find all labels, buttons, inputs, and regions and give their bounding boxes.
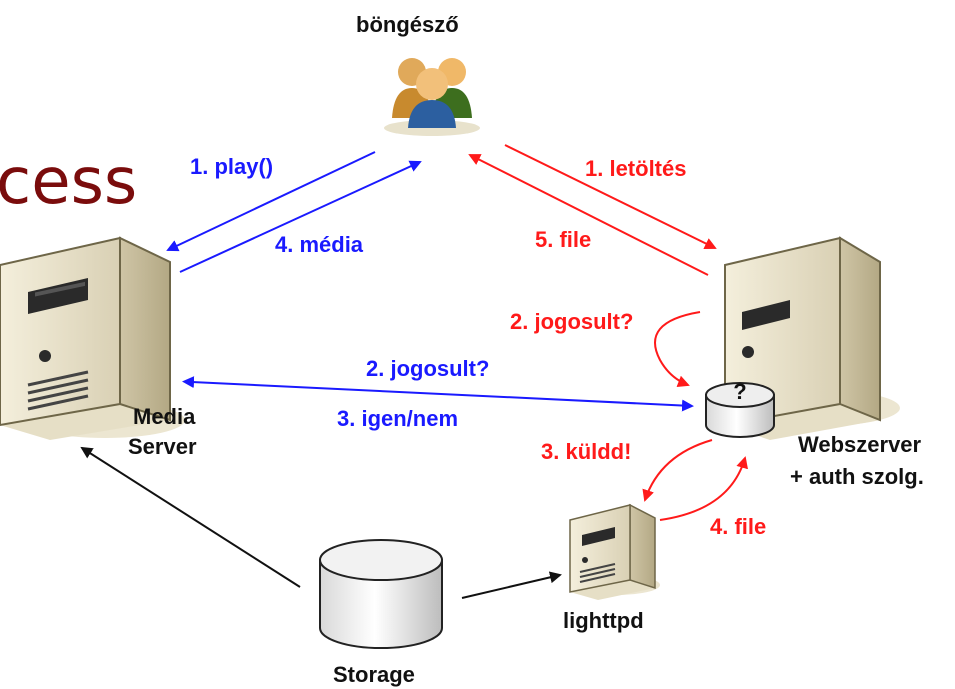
arrow-light-file — [659, 456, 748, 521]
storage-label: Storage — [333, 662, 415, 687]
arrow-media-jogosult — [182, 376, 694, 412]
label-kuldd: 3. küldd! — [541, 439, 632, 464]
users-icon — [384, 58, 480, 136]
webserver-label-line1: Webszerver — [798, 432, 922, 457]
arrow-web-file — [468, 154, 709, 276]
db-question-mark: ? — [733, 379, 746, 404]
arrow-play — [166, 151, 376, 252]
arrow-kuldd — [642, 439, 713, 502]
arrow-storage-media — [80, 446, 301, 588]
label-media: 4. média — [275, 232, 364, 257]
label-igen-nem: 3. igen/nem — [337, 406, 459, 431]
label-web-file: 5. file — [535, 227, 592, 252]
lighttpd-label: lighttpd — [563, 608, 644, 633]
media-server-label-line2: Server — [128, 434, 197, 459]
storage-cylinder-icon — [319, 539, 443, 649]
arrow-media — [179, 160, 422, 273]
label-media-jogosult: 2. jogosult? — [366, 356, 490, 381]
media-server-icon — [0, 236, 185, 440]
media-server-label-line1: Media — [133, 404, 196, 429]
lighttpd-server-icon — [569, 503, 660, 600]
arrow-web-jogosult — [654, 311, 701, 387]
label-light-file: 4. file — [710, 514, 767, 539]
arrow-letoltes — [504, 144, 717, 249]
partial-title: cess — [0, 145, 138, 219]
label-web-jogosult: 2. jogosult? — [510, 309, 634, 334]
label-letoltes: 1. letöltés — [585, 156, 687, 181]
browser-label: böngésző — [356, 12, 459, 37]
arrow-storage-lighttpd — [461, 571, 562, 599]
auth-database-icon: ? — [705, 379, 775, 438]
label-play: 1. play() — [190, 154, 274, 179]
webserver-label-line2: + auth szolg. — [790, 464, 924, 489]
